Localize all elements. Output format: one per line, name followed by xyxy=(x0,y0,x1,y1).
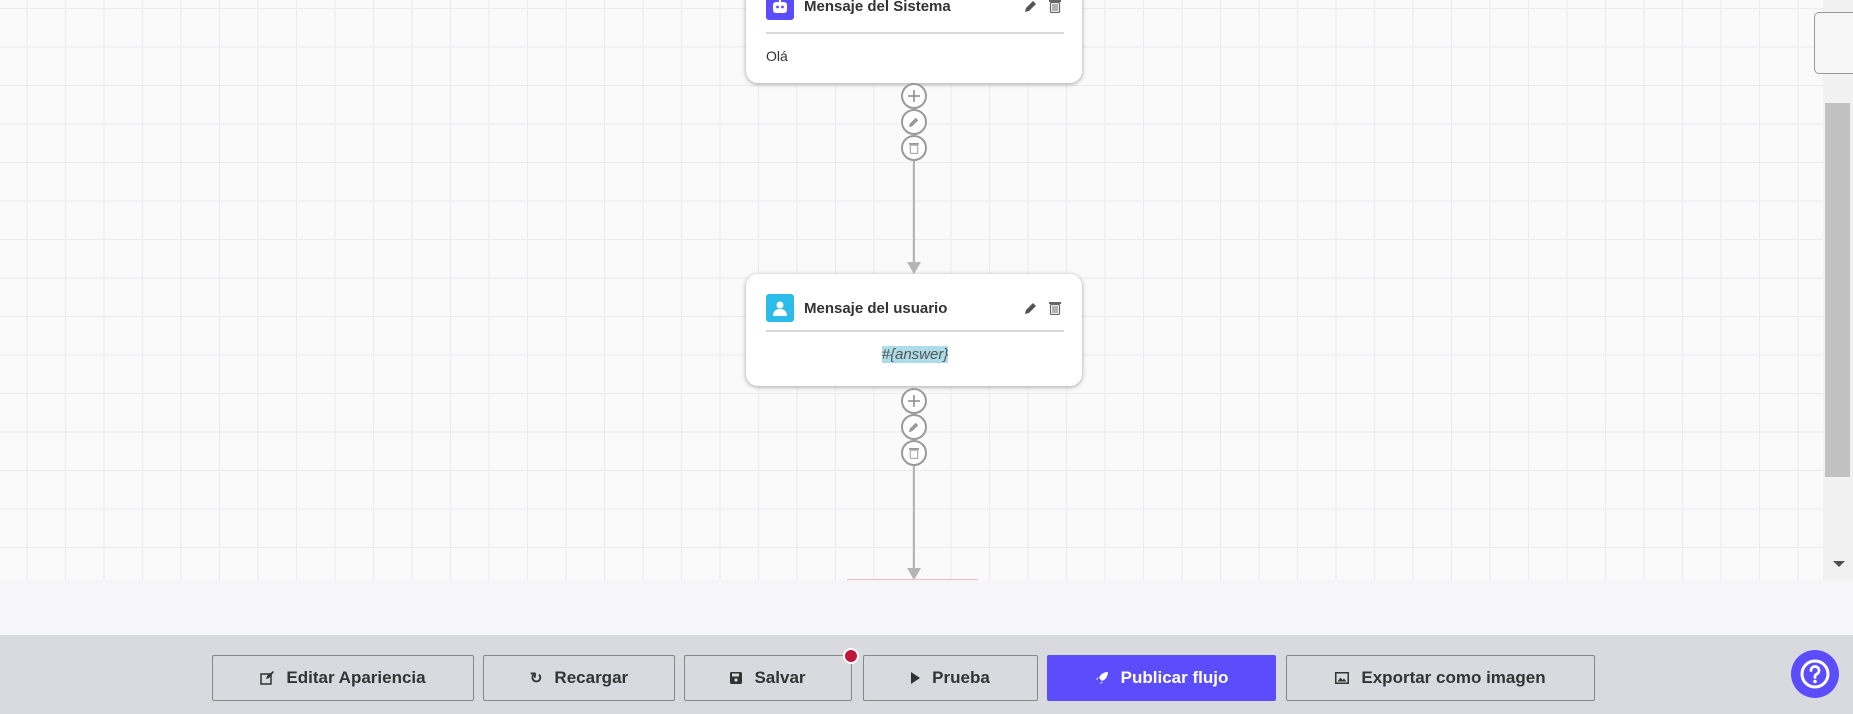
minimap-toggle[interactable] xyxy=(1814,12,1853,74)
trash-icon[interactable] xyxy=(1046,0,1064,15)
pencil-icon[interactable] xyxy=(1022,299,1040,317)
edit-icon xyxy=(260,671,275,685)
delete-connection-button[interactable] xyxy=(901,440,927,466)
variable-placeholder: #{answer} xyxy=(881,346,949,363)
scroll-down-arrow[interactable] xyxy=(1833,561,1845,567)
flow-canvas[interactable]: Mensaje del Sistema Olá Mensaje del usua… xyxy=(0,0,1823,580)
publish-flow-button[interactable]: Publicar flujo xyxy=(1047,655,1276,701)
node-body: Olá xyxy=(766,48,788,64)
export-image-button[interactable]: Exportar como imagen xyxy=(1286,655,1595,701)
delete-connection-button[interactable] xyxy=(901,135,927,161)
edit-appearance-button[interactable]: Editar Apariencia xyxy=(212,655,474,701)
save-button[interactable]: Salvar xyxy=(684,655,852,701)
add-node-button[interactable] xyxy=(901,83,927,109)
unsaved-changes-dot xyxy=(843,648,859,664)
edit-connection-button[interactable] xyxy=(901,109,927,135)
add-node-button[interactable] xyxy=(901,388,927,414)
test-button[interactable]: Prueba xyxy=(863,655,1038,701)
edit-connection-button[interactable] xyxy=(901,414,927,440)
reload-button[interactable]: ↻ Recargar xyxy=(483,655,675,701)
bottom-toolbar: Editar Apariencia ↻ Recargar Salvar Prue… xyxy=(0,635,1853,714)
question-circle-icon xyxy=(1800,659,1830,689)
pencil-icon[interactable] xyxy=(1022,0,1040,15)
connector-line xyxy=(913,466,915,570)
node-title: Mensaje del Sistema xyxy=(804,0,951,15)
rocket-icon xyxy=(1095,672,1108,684)
node-system-message[interactable]: Mensaje del Sistema Olá xyxy=(746,0,1082,83)
save-icon xyxy=(730,672,743,684)
connector-line xyxy=(913,161,915,263)
vertical-scrollbar[interactable] xyxy=(1814,0,1853,580)
scrollbar-thumb[interactable] xyxy=(1825,103,1850,477)
refresh-icon: ↻ xyxy=(529,670,543,687)
image-icon xyxy=(1335,672,1350,684)
trash-icon[interactable] xyxy=(1046,299,1064,317)
help-button[interactable] xyxy=(1791,650,1839,698)
node-user-message[interactable]: Mensaje del usuario #{answer} xyxy=(746,274,1082,386)
node-title: Mensaje del usuario xyxy=(804,299,948,317)
robot-icon xyxy=(766,0,794,20)
user-icon xyxy=(766,294,794,322)
connector-arrow xyxy=(907,568,921,580)
next-node-edge xyxy=(847,579,978,580)
connector-arrow xyxy=(907,262,921,274)
play-icon xyxy=(911,672,921,684)
